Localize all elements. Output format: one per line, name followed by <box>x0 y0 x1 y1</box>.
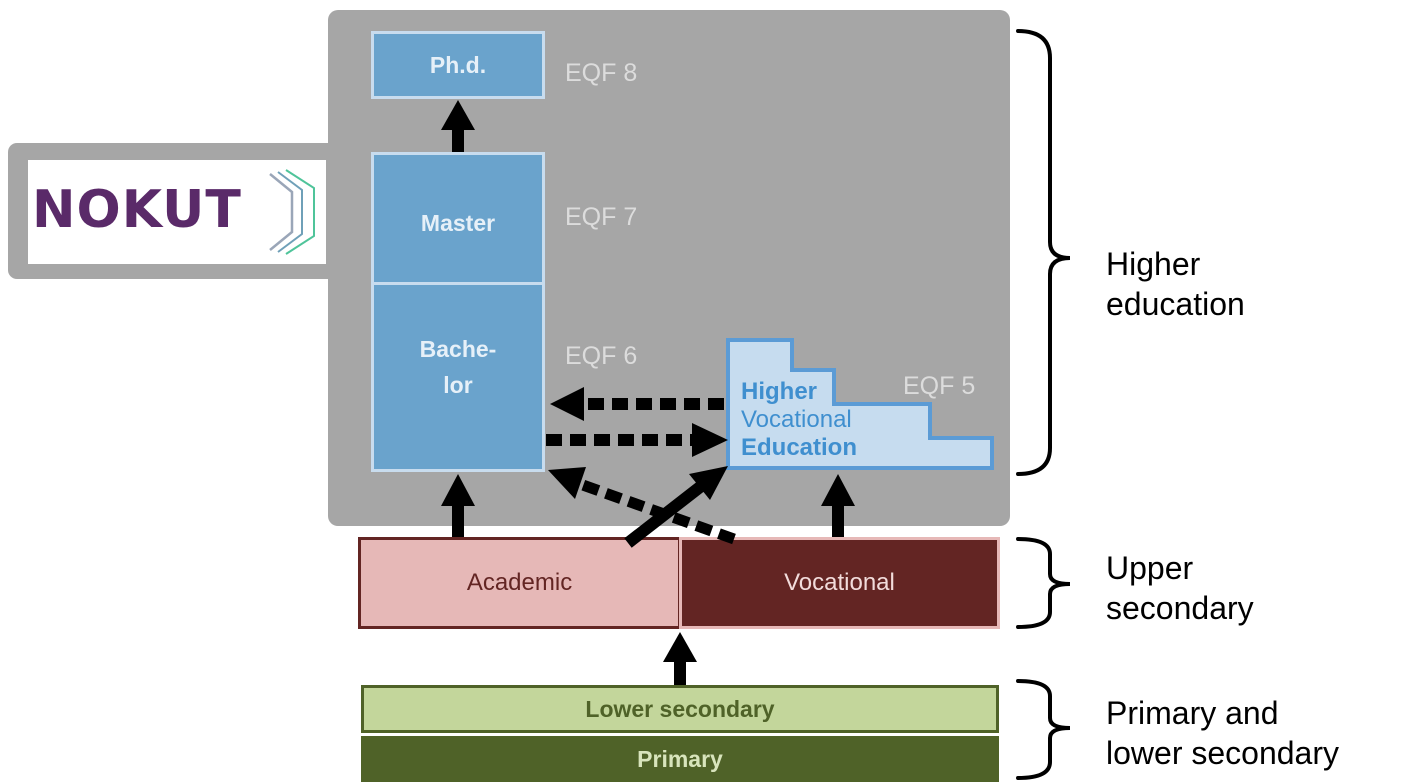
academic-track-box: Academic <box>358 537 681 629</box>
vocational-track-box: Vocational <box>679 537 1000 629</box>
arrow-bachelor-to-hve-dashed <box>546 423 728 457</box>
upper-secondary-label: Upper secondary <box>1106 548 1254 628</box>
primary-bar: Primary <box>361 736 999 782</box>
phd-label: Ph.d. <box>429 52 487 78</box>
higher-education-label-line1: Higher <box>1106 246 1201 282</box>
bachelor-label-line2: lor <box>443 372 473 398</box>
brace-upper-secondary <box>1016 537 1071 629</box>
eqf-7-label: EQF 7 <box>565 203 638 231</box>
vocational-label: Vocational <box>784 569 895 596</box>
arrow-lower-secondary-to-upper-secondary <box>663 632 697 685</box>
higher-education-label-line2: education <box>1106 286 1245 322</box>
nokut-logo-text: NOKUT <box>32 180 242 240</box>
upper-secondary-label-line1: Upper <box>1106 550 1194 586</box>
hve-staircase-box <box>726 338 994 470</box>
master-box: Master <box>371 152 545 285</box>
bachelor-label-line1: Bache- <box>419 336 497 362</box>
lower-secondary-label: Lower secondary <box>585 695 775 722</box>
academic-label: Academic <box>466 569 573 596</box>
nokut-logo-background <box>28 160 326 264</box>
hve-label-vocational: Vocational <box>741 406 852 433</box>
arrow-master-to-phd <box>441 100 475 152</box>
arrow-academic-to-bachelor <box>441 474 475 537</box>
hve-label-higher: Higher <box>741 378 818 405</box>
brace-higher-education <box>1016 29 1071 476</box>
nokut-hexagon-mark-icon <box>269 169 315 255</box>
brace-primary-lower-secondary <box>1016 679 1071 780</box>
master-label: Master <box>420 209 496 236</box>
arrow-vocational-to-hve <box>821 474 855 537</box>
primary-lower-secondary-label-line1: Primary and <box>1106 695 1279 731</box>
primary-label: Primary <box>637 745 723 772</box>
arrow-hve-to-bachelor-dashed <box>550 387 724 421</box>
primary-lower-secondary-label: Primary and lower secondary <box>1106 693 1339 773</box>
eqf-8-label: EQF 8 <box>565 59 638 87</box>
hve-label: Higher Vocational Education <box>741 378 857 462</box>
hve-label-education: Education <box>741 434 858 461</box>
lower-secondary-bar: Lower secondary <box>361 685 999 733</box>
phd-box: Ph.d. <box>371 31 545 99</box>
eqf-6-label: EQF 6 <box>565 342 638 370</box>
higher-education-label: Higher education <box>1106 244 1245 324</box>
primary-lower-secondary-label-line2: lower secondary <box>1106 735 1339 771</box>
bachelor-label: Bache- lor <box>420 331 497 403</box>
upper-secondary-label-line2: secondary <box>1106 590 1254 626</box>
eqf-5-label: EQF 5 <box>903 372 976 400</box>
bachelor-box: Bache- lor <box>371 282 545 472</box>
arrow-vocational-to-bachelor-dashed <box>548 467 736 545</box>
